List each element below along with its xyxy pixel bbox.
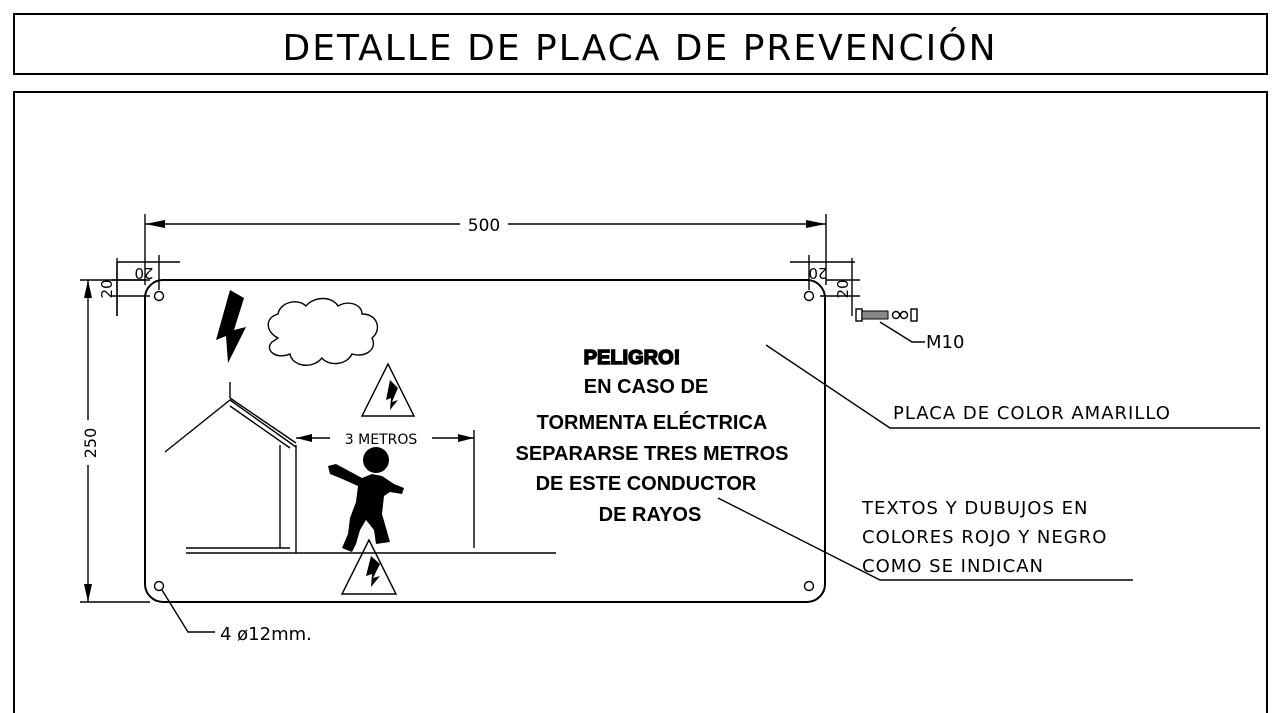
- lightning-bolt-icon: [216, 290, 246, 363]
- right-edge-v-label: 20: [834, 279, 852, 298]
- dimension-left-edge: [112, 255, 180, 316]
- sign-line5: DE RAYOS: [599, 504, 702, 526]
- texts-callout-line3: COMO SE INDICAN: [862, 556, 1044, 577]
- cloud-icon: [267, 297, 379, 366]
- texts-callout-line2: COLORES ROJO Y NEGRO: [862, 527, 1107, 548]
- bolt-screw-icon: [855, 308, 925, 343]
- person-silhouette-icon: [328, 447, 404, 552]
- dimension-right-edge: [790, 255, 860, 316]
- left-edge-h-label: 20: [134, 264, 153, 282]
- holes-callout-label: 4 ø12mm.: [220, 624, 312, 645]
- sign-line3: SEPARARSE TRES METROS: [516, 443, 789, 465]
- right-edge-h-label: 20: [808, 264, 827, 282]
- bolt-label: M10: [926, 332, 964, 353]
- plate-callout-label: PLACA DE COLOR AMARILLO: [893, 403, 1171, 424]
- dimension-distance: [296, 430, 475, 548]
- texts-callout-line1: TEXTOS Y DUBUJOS EN: [861, 498, 1088, 519]
- drawing-frame: [13, 91, 1268, 713]
- dimension-height-label: 250: [81, 428, 100, 459]
- texts-callout-leader: [717, 497, 1133, 581]
- dimension-width: [144, 214, 827, 285]
- sign-heading: PELIGRO!: [584, 347, 681, 369]
- plate-outline: [144, 279, 826, 603]
- dimension-width-label: 500: [468, 216, 500, 236]
- sign-line2: TORMENTA ELÉCTRICA: [537, 411, 768, 434]
- title-frame: [13, 13, 1268, 75]
- sign-line1: EN CASO DE: [584, 376, 708, 398]
- sign-line4: DE ESTE CONDUCTOR: [536, 473, 757, 495]
- dimension-distance-label: 3 METROS: [345, 432, 418, 448]
- plate-callout-leader: [765, 344, 1260, 429]
- holes-callout-leader: [161, 589, 215, 633]
- house-icon: [164, 382, 556, 554]
- mounting-holes: [153, 290, 815, 592]
- warning-triangle-icon: [340, 362, 416, 595]
- left-edge-v-label: 20: [98, 279, 116, 298]
- drawing-title: DETALLE DE PLACA DE PREVENCIÓN: [283, 27, 998, 69]
